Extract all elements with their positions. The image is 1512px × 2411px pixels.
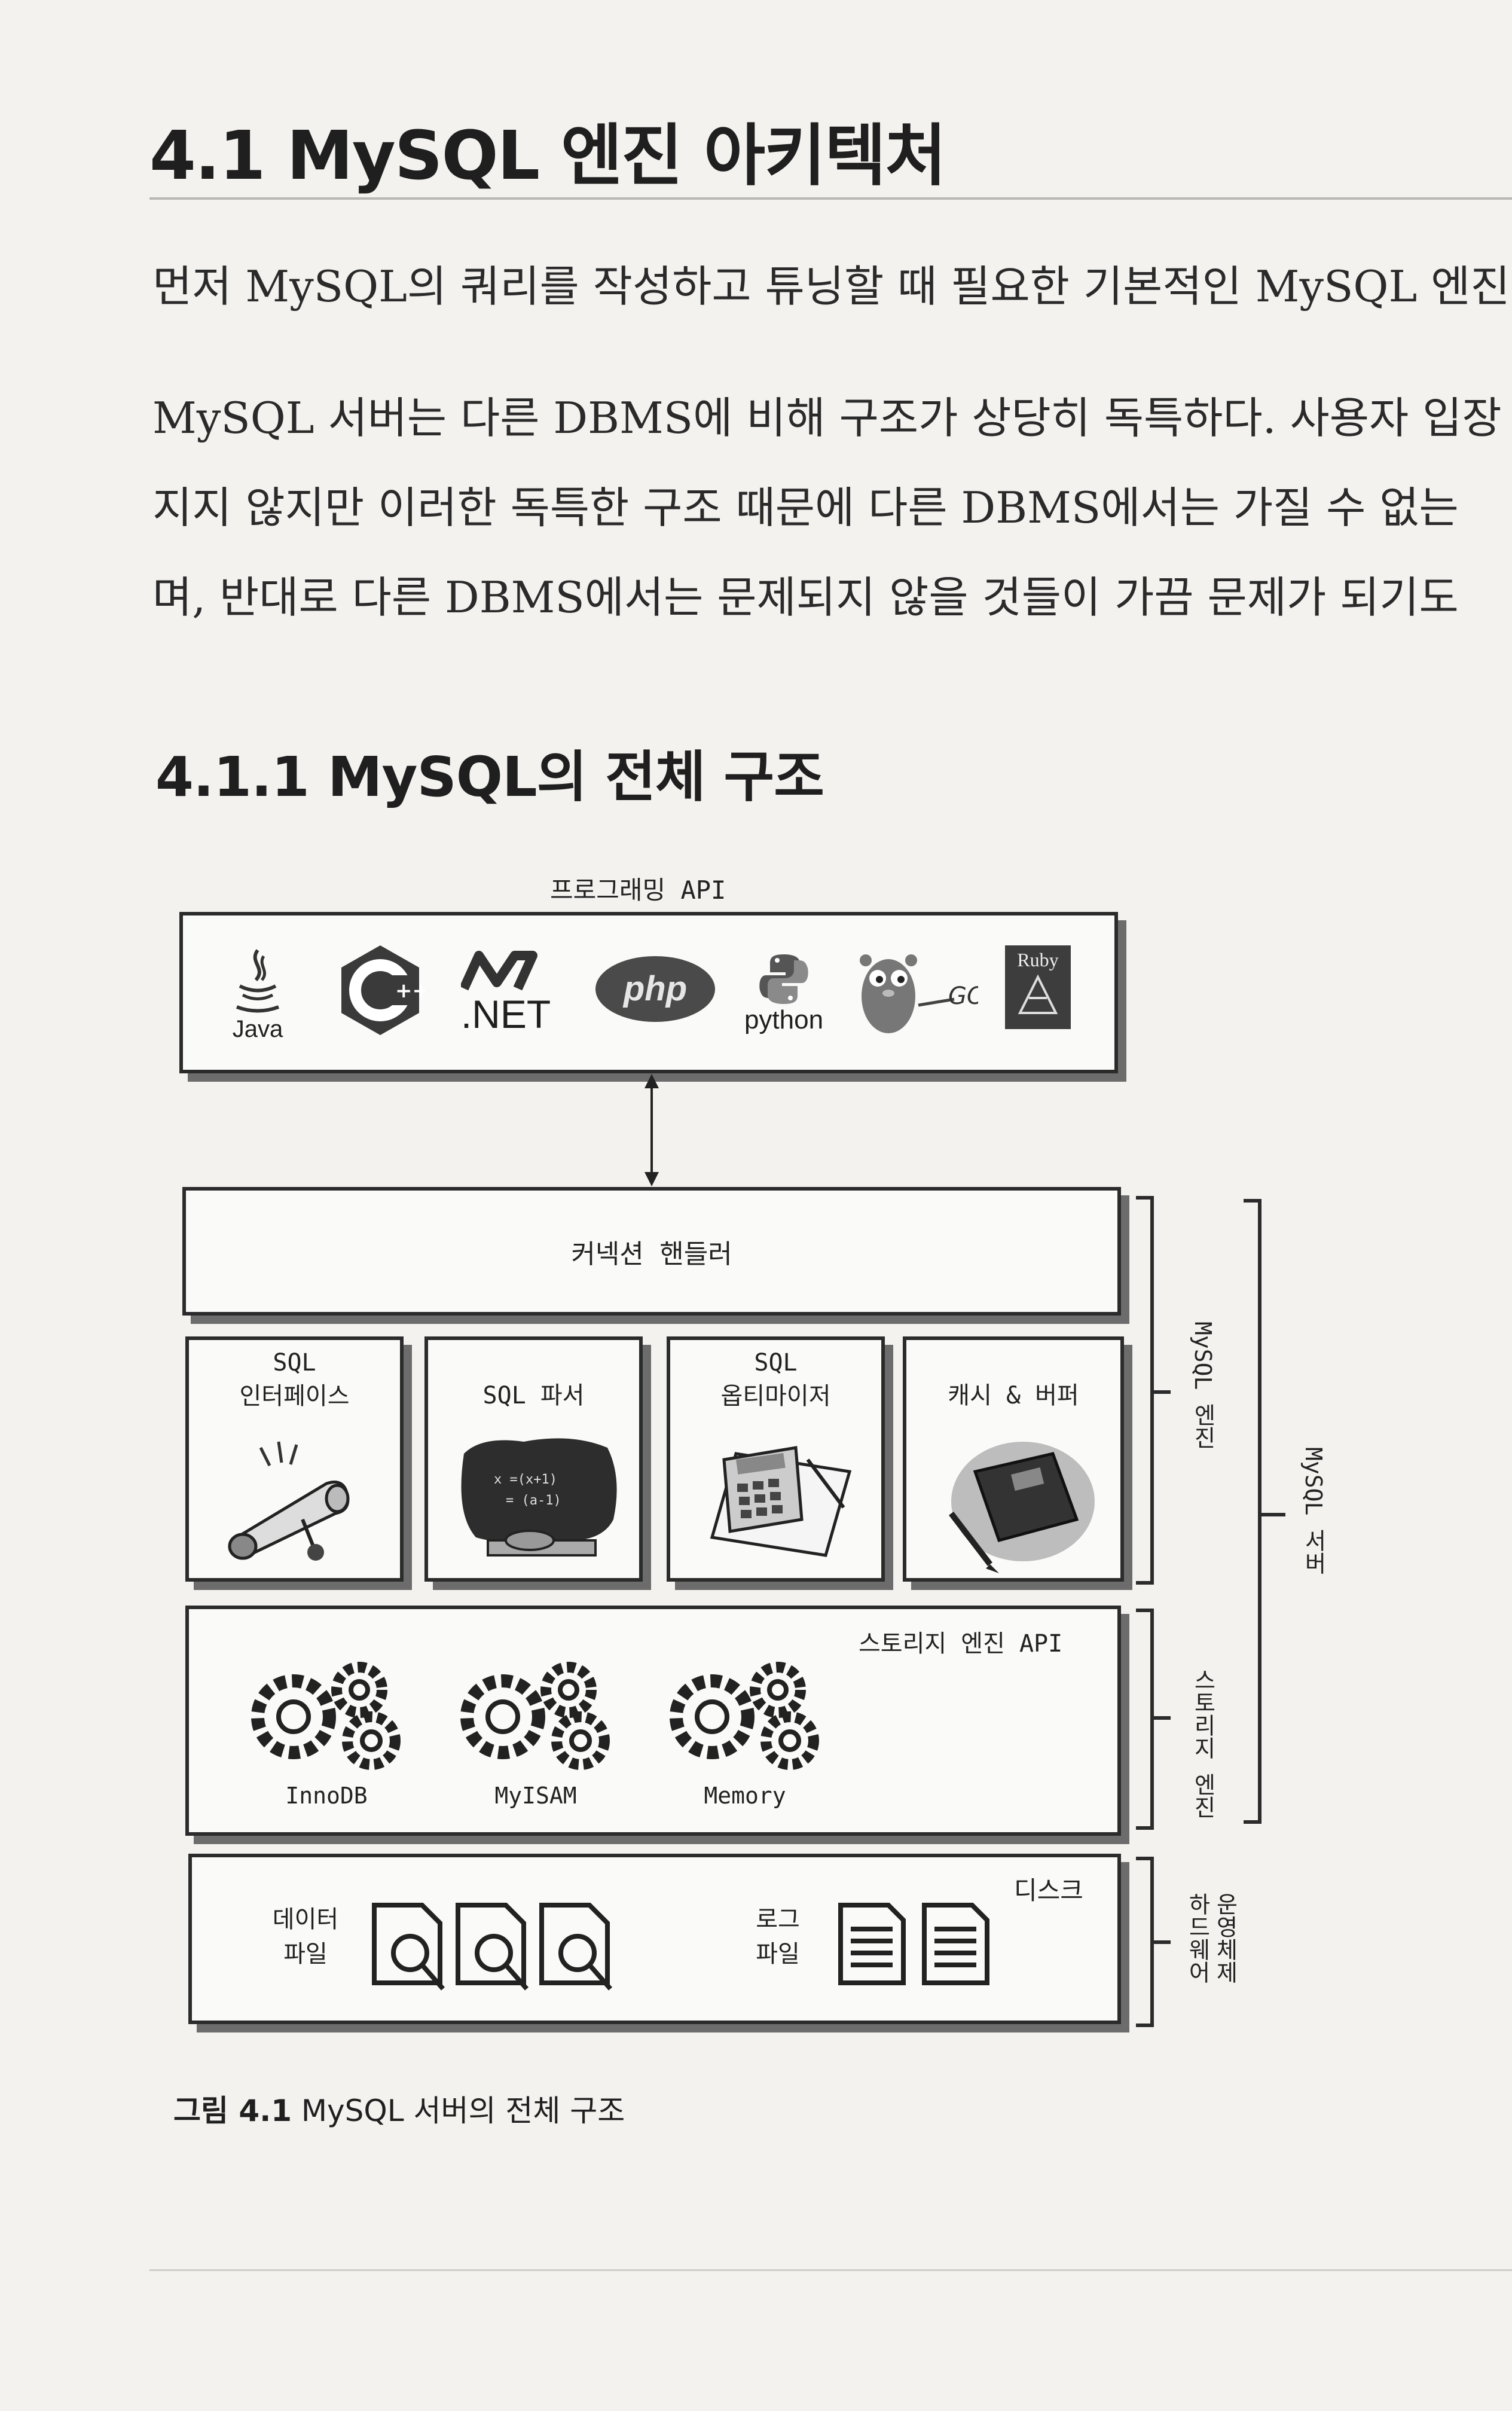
svg-text:x =(x+1): x =(x+1) — [494, 1472, 557, 1487]
php-logo-icon: php — [592, 948, 718, 1029]
cache-buffer-label: 캐시 & 버퍼 — [948, 1382, 1079, 1409]
figure-caption-text: MySQL 서버의 전체 구조 — [291, 2093, 625, 2128]
memory-gears-icon — [670, 1662, 819, 1770]
cache-buffer-box: 캐시 & 버퍼 — [903, 1336, 1124, 1582]
python-label: python — [744, 1005, 824, 1034]
storage-engine-bracket-label: 스토리지 엔진 — [1190, 1668, 1216, 1818]
go-gopher-icon: GO — [853, 936, 978, 1044]
memory-label: Memory — [704, 1783, 786, 1809]
disk-box: 디스크 데이터 파일 로그 파일 — [188, 1854, 1121, 2024]
sql-parser-box: SQL 파서 x =(x+1) = (a-1) — [424, 1336, 643, 1582]
svg-text:GO: GO — [948, 982, 978, 1010]
svg-text:= (a-1): = (a-1) — [506, 1493, 561, 1508]
intro-paragraph: 먼저 MySQL의 쿼리를 작성하고 튜닝할 때 필요한 기본적인 MySQL … — [152, 261, 1510, 312]
ruby-logo-icon: Ruby — [1002, 942, 1074, 1032]
storage-engine-box: 스토리지 엔진 API InnoDB MyISAM — [185, 1606, 1121, 1836]
mysql-server-bracket-tick — [1261, 1513, 1285, 1516]
paragraph-line-2: 지지 않지만 이러한 독특한 구조 때문에 다른 DBMS에서는 가질 수 없는 — [152, 483, 1459, 533]
programming-api-label: 프로그래밍 API — [550, 875, 726, 905]
paragraph-line-1: MySQL 서버는 다른 DBMS에 비해 구조가 상당히 독특하다. 사용자 … — [152, 393, 1502, 443]
python-logo-icon: python — [733, 933, 835, 1053]
data-file-label-line2: 파일 — [283, 1940, 328, 1968]
paragraph-line-3: 며, 반대로 다른 DBMS에서는 문제되지 않을 것들이 가끔 문제가 되기도 — [152, 572, 1459, 622]
java-label: Java — [232, 1015, 283, 1042]
sql-interface-label-line1: SQL — [273, 1349, 316, 1377]
myisam-gears-icon — [460, 1662, 610, 1770]
figure-caption-number: 그림 4.1 — [173, 2093, 292, 2128]
mysql-server-bracket-label: MySQL 서버 — [1300, 1447, 1327, 1575]
log-file-icons — [838, 1903, 989, 1985]
connection-handler-box: 커넥션 핸들러 — [182, 1187, 1121, 1316]
calculator-icon — [710, 1446, 852, 1557]
os-hardware-bracket-tick — [1154, 1940, 1171, 1944]
chalkboard-icon: x =(x+1) = (a-1) — [461, 1438, 617, 1557]
notebook-pen-icon — [949, 1442, 1095, 1573]
data-file-label-line1: 데이터 — [272, 1906, 339, 1933]
sql-optimizer-label-line1: SQL — [754, 1349, 798, 1377]
api-connection-arrow-icon — [644, 1074, 659, 1186]
mysql-server-bracket — [1244, 1199, 1261, 1824]
scroll-document-icon — [228, 1441, 350, 1561]
storage-engine-api-label: 스토리지 엔진 API — [859, 1630, 1063, 1658]
java-logo-icon: Java — [219, 933, 297, 1053]
log-file-label-line2: 파일 — [756, 1940, 800, 1968]
myisam-label: MyISAM — [494, 1783, 577, 1809]
figure-caption: 그림 4.1 MySQL 서버의 전체 구조 — [173, 2087, 625, 2130]
storage-engine-bracket-tick — [1154, 1716, 1171, 1720]
programming-api-box: Java ++ .NET php python — [179, 912, 1118, 1073]
sql-optimizer-label-line2: 옵티마이저 — [720, 1382, 831, 1410]
svg-text:++: ++ — [395, 979, 425, 1003]
log-file-label-line1: 로그 — [756, 1906, 800, 1933]
connection-handler-label: 커넥션 핸들러 — [571, 1238, 732, 1269]
mysql-engine-bracket-label: MySQL 엔진 — [1190, 1322, 1216, 1449]
data-file-icons — [372, 1903, 613, 1991]
os-hardware-bracket-label: 운영체제 하드웨어 — [1184, 1893, 1238, 1983]
mysql-engine-bracket-tick — [1154, 1390, 1171, 1394]
php-label: php — [623, 969, 688, 1008]
disk-label: 디스크 — [1014, 1876, 1083, 1905]
section-heading: 4.1 MySQL 엔진 아키텍처 — [149, 117, 946, 195]
heading-divider — [149, 197, 1512, 200]
sql-parser-label: SQL 파서 — [482, 1382, 585, 1409]
mysql-engine-bracket — [1136, 1196, 1154, 1585]
dotnet-logo-icon: .NET — [449, 936, 563, 1050]
ruby-label: Ruby — [1017, 949, 1059, 970]
subsection-heading: 4.1.1 MySQL의 전체 구조 — [155, 745, 824, 809]
storage-engine-bracket — [1136, 1609, 1154, 1830]
sql-optimizer-box: SQL 옵티마이저 — [667, 1336, 885, 1582]
footer-divider — [149, 2269, 1512, 2271]
dotnet-label: .NET — [460, 992, 551, 1036]
innodb-gears-icon — [251, 1662, 401, 1770]
cplusplus-logo-icon: ++ — [332, 939, 428, 1041]
os-hardware-bracket — [1136, 1857, 1154, 2027]
sql-interface-box: SQL 인터페이스 — [185, 1336, 404, 1582]
sql-interface-label-line2: 인터페이스 — [239, 1382, 350, 1410]
innodb-label: InnoDB — [285, 1783, 368, 1809]
